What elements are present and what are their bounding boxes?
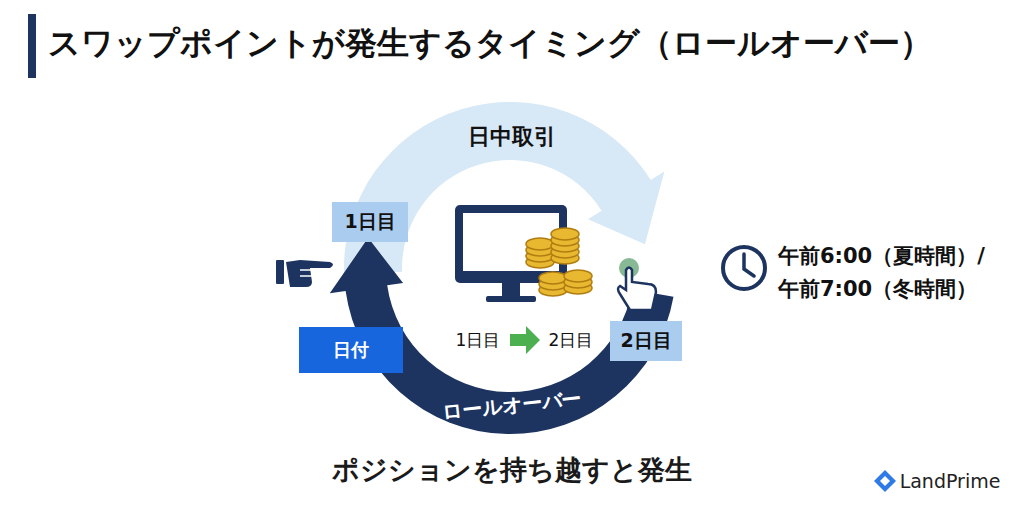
day-label: 日付: [333, 338, 369, 362]
coins-icon: [526, 228, 592, 296]
time-note: 午前6:00（夏時間）/ 午前7:00（冬時間）: [778, 240, 1008, 305]
title: スワップポイントが発生するタイミング（ロールオーバー）: [48, 22, 932, 66]
rollover-label: ロールオーバー: [441, 384, 583, 425]
cycle-arrows: [330, 102, 674, 434]
progress-arrow: [510, 326, 540, 354]
day-label: 1日目: [344, 209, 395, 235]
logo-mark: [874, 470, 896, 492]
day-label: 1日目: [456, 329, 501, 352]
phase-label: 日中取引: [468, 122, 556, 152]
caption: ポジションを持ち越すと発生: [332, 452, 692, 488]
day-box: 2日目: [610, 321, 681, 361]
day-box: 日付: [299, 327, 403, 373]
daytime-arrow: [344, 102, 664, 274]
day-box: 1日目: [332, 202, 407, 242]
clock-icon: [723, 247, 765, 289]
logo-text: LandPrime: [900, 470, 1001, 492]
pointing-hand-icon: [276, 260, 333, 287]
monitor-icon: [455, 205, 567, 302]
tap-hand-icon: [618, 258, 656, 310]
day-label: 2日目: [620, 328, 671, 354]
day-label: 2日目: [549, 329, 594, 352]
title-bar: [28, 14, 36, 78]
